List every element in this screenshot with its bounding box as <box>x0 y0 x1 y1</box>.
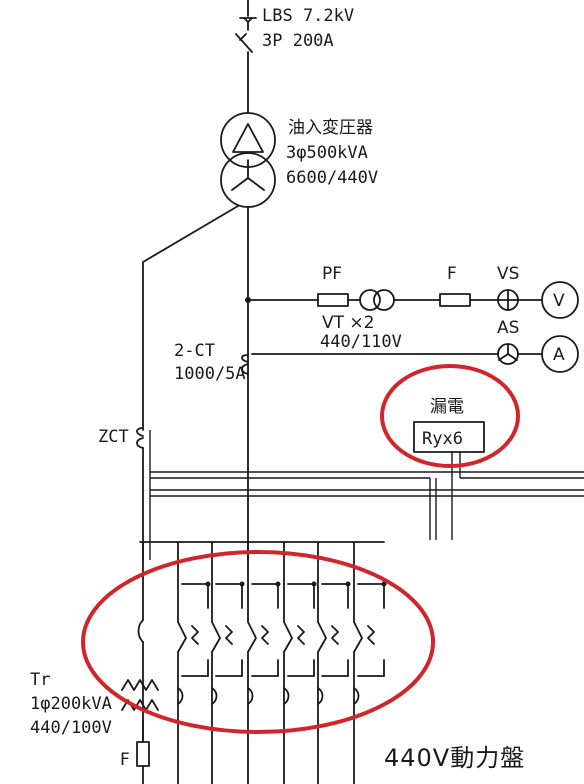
feeder-2-ct-coil <box>211 687 218 705</box>
feeder-3-node <box>275 581 281 587</box>
leakage-relay-box <box>413 421 485 453</box>
transformer-voltage: 6600/440V <box>286 168 378 188</box>
ammeter-label: A <box>553 345 565 365</box>
feeder-1-ct-coil <box>177 687 184 705</box>
current-metering-branch <box>241 335 579 375</box>
lbs-switch <box>235 0 257 113</box>
leakage-relay-label: Ryx6 <box>422 429 463 449</box>
fuse-label: F <box>120 750 130 770</box>
tr-small-label-1: Tr <box>30 670 50 690</box>
panel-title: 440V動力盤 <box>384 744 525 772</box>
feeder-5-node <box>345 581 351 587</box>
feeder-5-ct-coil <box>317 687 324 705</box>
feeder-4-trip-coil <box>297 625 305 645</box>
feeder-5-breaker <box>317 621 327 653</box>
main-transformer-symbol <box>220 112 276 208</box>
feeder-1-breaker <box>177 621 187 653</box>
tr-small-label-3: 440/100V <box>30 718 112 738</box>
leakage-relay-highlight <box>380 364 520 468</box>
feeder-breakers-highlight <box>81 550 435 734</box>
feeder-4-ct-coil <box>283 687 290 705</box>
feeder-5-trip-coil <box>331 625 339 645</box>
leakage-signal-lines <box>150 452 584 540</box>
feeder-2-node <box>239 581 245 587</box>
tr-small-label-2: 1φ200kVA <box>30 694 112 714</box>
ground-line <box>142 205 239 431</box>
feeder-1-node <box>205 581 211 587</box>
feeder-6-ct-coil <box>353 687 360 705</box>
feeder-4-node <box>311 581 317 587</box>
lbs-label-2: 3P 200A <box>262 31 334 51</box>
feeder-6-breaker <box>353 621 363 653</box>
voltage-metering-branch <box>245 281 579 319</box>
feeder-6-trip-coil <box>367 625 375 645</box>
leakage-title: 漏電 <box>430 397 464 417</box>
vt-label-1: VT ×2 <box>322 313 374 333</box>
feeder-1-trip-coil <box>191 625 199 645</box>
small-transformer-branch <box>121 541 159 784</box>
transformer-name: 油入変圧器 <box>288 118 373 138</box>
pf-label: PF <box>322 264 342 284</box>
feeder-2-trip-coil <box>225 625 233 645</box>
as-label: AS <box>497 318 519 338</box>
zct-label: ZCT <box>98 427 129 447</box>
ct-label-2: 1000/5A <box>174 364 246 384</box>
feeder-3-ct-coil <box>247 687 254 705</box>
vt-label-2: 440/110V <box>320 332 402 352</box>
feeder-6-node <box>381 581 387 587</box>
feeder-3-breaker <box>247 621 257 653</box>
zct-symbol <box>136 427 151 561</box>
vs-label: VS <box>497 264 519 284</box>
f-label: F <box>447 264 457 284</box>
ct-label-1: 2-CT <box>174 341 215 361</box>
feeder-branches <box>139 541 387 784</box>
feeder-4-breaker <box>283 621 293 653</box>
lbs-label-1: LBS 7.2kV <box>262 6 354 26</box>
transformer-capacity: 3φ500kVA <box>286 143 368 163</box>
voltmeter-label: V <box>553 291 565 311</box>
feeder-3-trip-coil <box>261 625 269 645</box>
feeder-2-breaker <box>211 621 221 653</box>
